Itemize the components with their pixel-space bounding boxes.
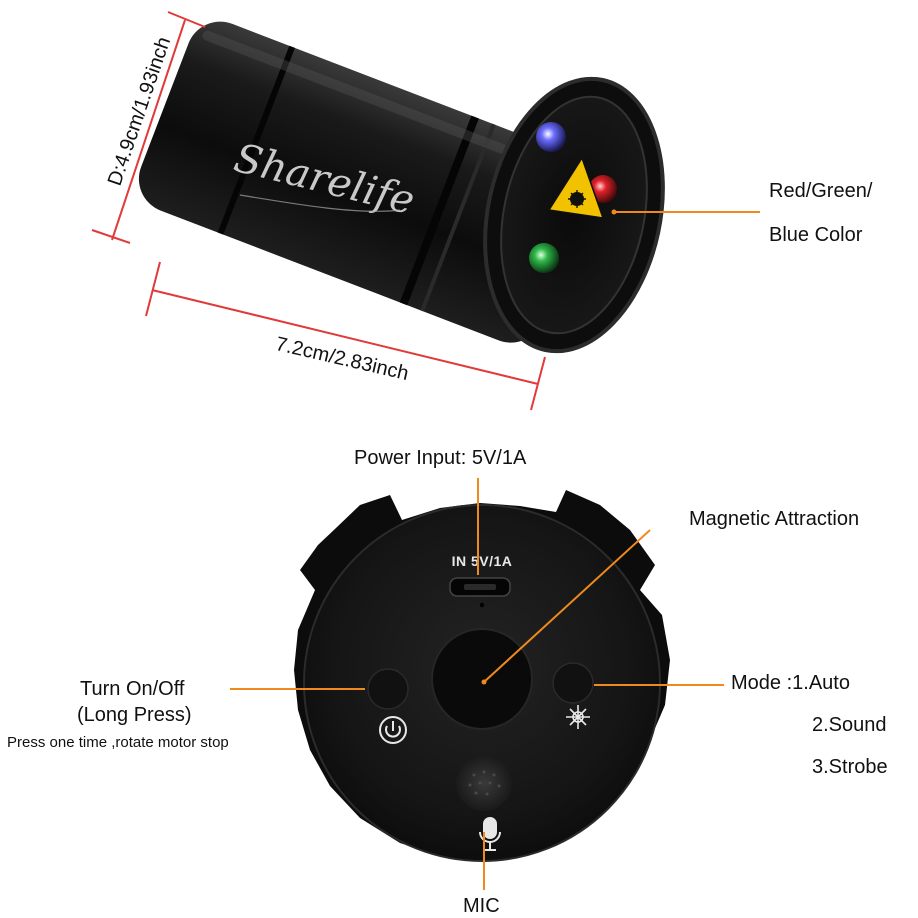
mode-strobe-label: 3.Strobe [812, 756, 888, 778]
turn-on-note: Press one time ,rotate motor stop [7, 734, 229, 751]
color-callout-line2: Blue Color [769, 224, 863, 246]
magnet-disc [431, 628, 533, 730]
projector-side-view: Sharelife [138, 21, 665, 354]
mic-grille [456, 755, 512, 811]
long-press-label: (Long Press) [77, 704, 192, 726]
mode-label: Mode :1.Auto [731, 672, 850, 694]
mic-label: MIC [463, 895, 500, 917]
power-input-label: Power Input: 5V/1A [354, 447, 527, 469]
laser-warning-icon [547, 156, 605, 219]
mode-sound-label: 2.Sound [812, 714, 887, 736]
power-button[interactable] [367, 668, 409, 710]
length-dimension-line [145, 261, 546, 411]
turn-on-label: Turn On/Off [80, 678, 185, 700]
projector-bottom-view: IN 5V/1A [294, 490, 670, 862]
diameter-dimension-line [91, 11, 206, 244]
magnetic-attraction-label: Magnetic Attraction [689, 508, 860, 530]
microphone-icon [479, 817, 501, 851]
green-laser-lens [529, 243, 559, 273]
color-callout-line [611, 209, 760, 215]
laser-burst-icon [566, 705, 590, 729]
mode-button[interactable] [552, 662, 594, 704]
power-icon [379, 716, 407, 744]
port-label: IN 5V/1A [452, 553, 513, 569]
color-callout-line1: Red/Green/ [769, 180, 873, 202]
magnetic-callout-line [481, 529, 651, 685]
blue-laser-lens [536, 122, 566, 152]
